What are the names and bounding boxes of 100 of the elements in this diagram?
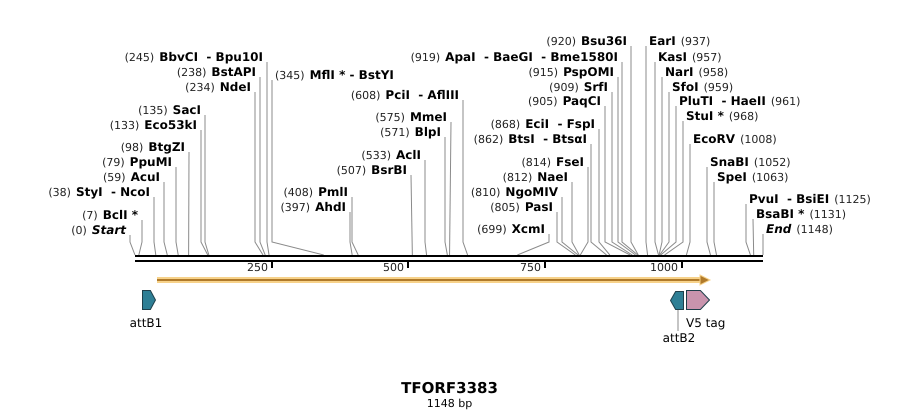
leader-line: [580, 166, 588, 256]
leader-line: [714, 182, 717, 256]
site-position: (915): [528, 65, 558, 81]
leader-line: [449, 122, 452, 256]
scale-label: 250: [247, 261, 268, 275]
site-position: (507): [336, 163, 366, 179]
site-position: (805): [490, 200, 520, 216]
leader-line: [352, 196, 359, 256]
feature-label: attB2: [656, 330, 702, 346]
enzyme-name: XcmI: [512, 221, 545, 238]
leader-line: [746, 204, 751, 256]
leader-line: [130, 234, 136, 256]
enzyme-name: StuI *: [686, 108, 724, 125]
leader-line: [138, 220, 142, 256]
leader-line: [762, 234, 764, 256]
site-position: (1052): [754, 155, 790, 171]
leader-line: [516, 234, 550, 256]
enzyme-name: BlpI: [414, 124, 441, 141]
leader-line: [254, 92, 264, 256]
enzyme-name: Eco53kI: [144, 117, 197, 134]
enzyme-name: PspOMI: [563, 64, 614, 81]
enzyme-name: SnaBI: [710, 154, 749, 171]
leader-line: [424, 160, 428, 256]
leader-line: [572, 182, 580, 256]
site-position: (919): [410, 50, 440, 66]
leader-line: [154, 196, 156, 256]
leader-line: [562, 196, 579, 256]
enzyme-name: MmeI: [410, 109, 447, 126]
enzyme-name: BsaBI *: [756, 206, 804, 223]
leader-line: [618, 76, 636, 256]
enzyme-name: PmlI: [318, 184, 348, 201]
leader-line: [598, 128, 610, 256]
enzyme-name: BsrBI: [371, 162, 407, 179]
site-position: (0): [71, 223, 87, 239]
enzyme-name: Start: [92, 222, 126, 239]
site-position: (968): [728, 109, 758, 125]
leader-line: [654, 62, 660, 256]
leader-line: [686, 144, 690, 256]
enzyme-name: PpuMI: [130, 154, 172, 171]
site-position: (397): [280, 200, 310, 216]
enzyme-name: BtgZI: [148, 139, 185, 156]
site-position: (533): [361, 148, 392, 164]
enzyme-name: ApaI - BaeGI - Bme1580I: [445, 49, 618, 66]
leader-line: [204, 114, 210, 256]
site-position: (59): [102, 170, 126, 186]
enzyme-name: End: [766, 221, 792, 238]
site-position: (133): [110, 118, 140, 134]
leader-line: [612, 92, 633, 256]
site-position: (920): [546, 34, 576, 50]
site-position: (345): [275, 68, 305, 84]
site-position: (812): [502, 170, 532, 186]
sequence-length: 1148 bp: [426, 397, 472, 411]
site-position: (699): [477, 222, 507, 238]
enzyme-name: AhdI: [315, 199, 346, 216]
leader-line: [660, 106, 676, 256]
site-position: (575): [375, 110, 405, 126]
enzyme-name: AclI: [396, 147, 421, 164]
enzyme-name: PaqCI: [562, 93, 601, 110]
leader-line: [444, 136, 448, 256]
leader-line: [590, 144, 608, 256]
site-position: (38): [48, 185, 71, 201]
leader-line: [410, 174, 413, 256]
enzyme-name: PciI - AflIII: [385, 87, 459, 104]
leader-line: [659, 92, 670, 256]
site-position: (608): [350, 88, 380, 104]
site-position: (571): [380, 125, 410, 141]
site-position: (7): [82, 208, 98, 224]
enzyme-name: PvuI - BsiEI: [749, 191, 830, 208]
enzyme-name: NgoMIV: [505, 184, 558, 201]
leader-line: [630, 46, 639, 256]
enzyme-name: SfoI: [672, 79, 699, 96]
site-position: (909): [549, 80, 579, 96]
leader-line: [706, 166, 711, 256]
site-position: (1148): [796, 222, 833, 238]
enzyme-name: PluTI - HaeII: [679, 93, 766, 110]
site-position: (957): [692, 50, 722, 66]
leader-line: [176, 166, 179, 256]
leader-line: [664, 120, 684, 256]
enzyme-name: StyI - NcoI: [76, 184, 150, 201]
enzyme-name: NdeI: [220, 79, 251, 96]
leader-line: [752, 218, 754, 256]
site-position: (234): [185, 80, 215, 96]
enzyme-name: BstAPI: [211, 64, 256, 81]
site-position: (937): [680, 34, 710, 50]
sequence-bar: [135, 255, 763, 262]
leader-line: [272, 80, 324, 256]
leader-line: [622, 62, 638, 256]
site-position: (868): [490, 117, 520, 133]
enzyme-name: SpeI: [717, 169, 747, 186]
leader-line: [164, 182, 168, 256]
enzyme-name: SacI: [172, 102, 201, 119]
leader-line: [188, 152, 190, 256]
enzyme-name: SrfI: [584, 79, 608, 96]
scale-label: 500: [383, 261, 404, 275]
site-position: (79): [102, 155, 125, 171]
enzyme-name: EciI - FspI: [525, 116, 595, 133]
site-position: (958): [698, 65, 728, 81]
enzyme-name: BtsI - BtsαI: [508, 131, 587, 148]
site-position: (862): [474, 132, 504, 148]
site-position: (961): [770, 94, 800, 110]
